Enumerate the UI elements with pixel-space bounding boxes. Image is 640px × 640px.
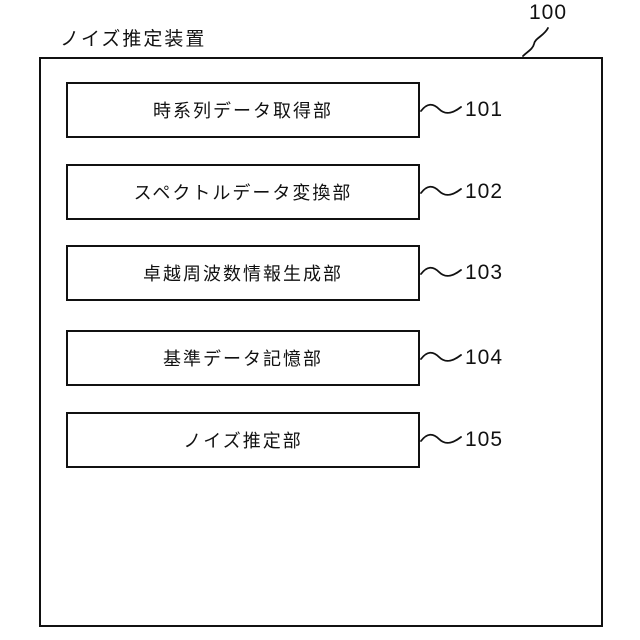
- tilde-leader-line: [420, 185, 462, 196]
- block-reference-number: 103: [465, 261, 504, 284]
- block-label: 基準データ記憶部: [163, 349, 323, 369]
- block-row: 基準データ記憶部 104: [66, 330, 503, 386]
- block-label: スペクトルデータ変換部: [133, 183, 353, 203]
- tilde-leader-line: [420, 266, 462, 277]
- block-label: 卓越周波数情報生成部: [143, 264, 343, 284]
- block-label: 時系列データ取得部: [153, 101, 333, 121]
- tilde-leader-line: [420, 351, 462, 362]
- block-box-noise-estimation: ノイズ推定部: [66, 412, 420, 468]
- block-box-spectrum-conversion: スペクトルデータ変換部: [66, 164, 420, 220]
- block-box-reference-data-storage: 基準データ記憶部: [66, 330, 420, 386]
- device-reference-number: 100: [529, 1, 568, 24]
- block-row: ノイズ推定部 105: [66, 412, 503, 468]
- block-row: 時系列データ取得部 101: [66, 82, 503, 138]
- block-label: ノイズ推定部: [183, 431, 303, 451]
- block-reference-number: 104: [465, 346, 504, 369]
- reference-leader-curve: [522, 27, 549, 57]
- block-row: 卓越周波数情報生成部 103: [66, 245, 503, 301]
- block-reference-number: 102: [465, 180, 504, 203]
- tilde-leader-line: [420, 433, 462, 444]
- figure-title: ノイズ推定装置: [60, 29, 207, 50]
- block-reference-number: 101: [465, 98, 504, 121]
- block-box-time-series-acquisition: 時系列データ取得部: [66, 82, 420, 138]
- block-box-dominant-frequency-info: 卓越周波数情報生成部: [66, 245, 420, 301]
- block-reference-number: 105: [465, 428, 504, 451]
- block-row: スペクトルデータ変換部 102: [66, 164, 503, 220]
- tilde-leader-line: [420, 103, 462, 114]
